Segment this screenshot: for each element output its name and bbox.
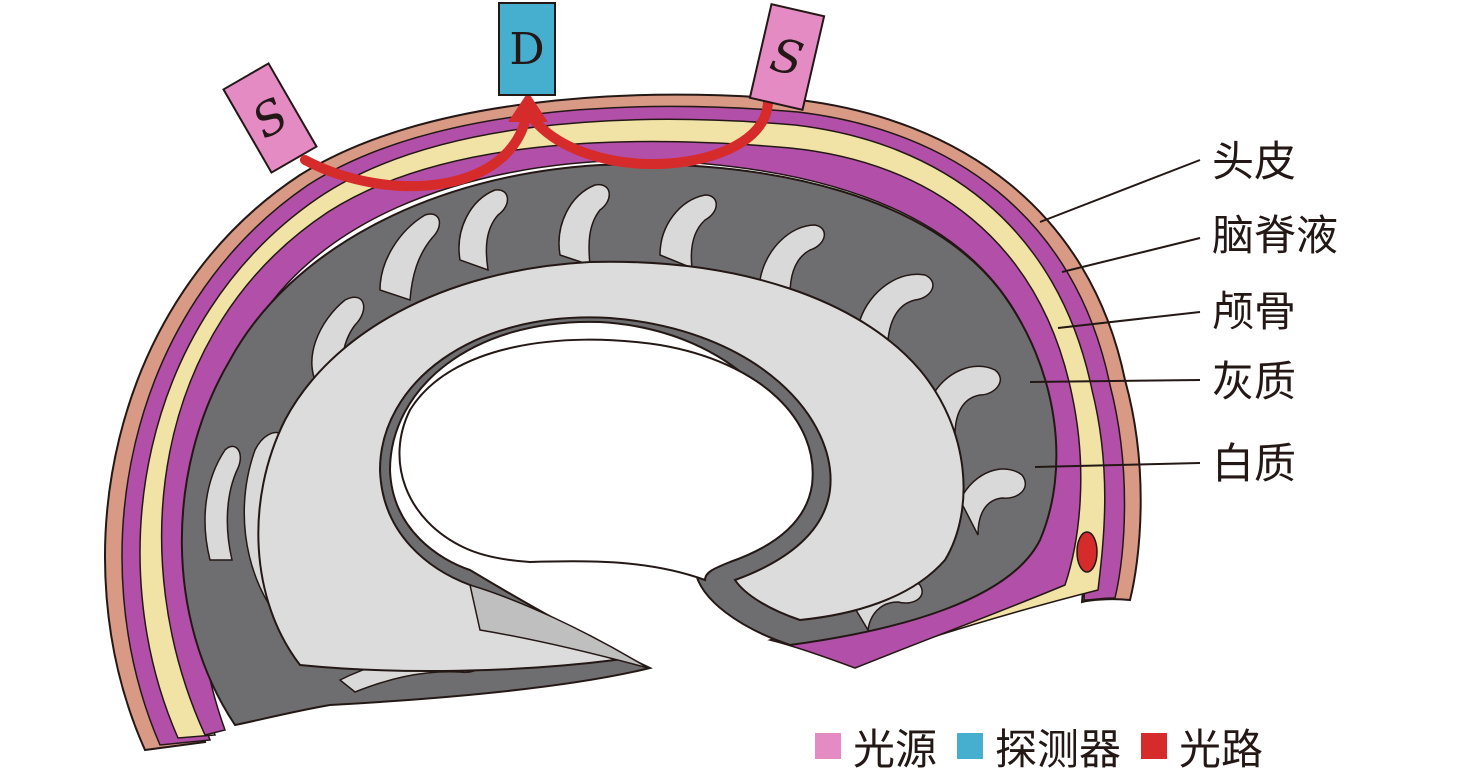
- source-optode-left: S: [222, 62, 318, 174]
- leader-lines: [1029, 159, 1201, 468]
- vessel-spot: [1076, 531, 1098, 573]
- legend-swatch-light-path: [1141, 733, 1168, 759]
- label-gray-matter: 灰质: [1212, 357, 1296, 406]
- leader-csf: [1061, 237, 1201, 273]
- label-white-matter: 白质: [1212, 439, 1296, 488]
- light-path-right: [523, 97, 773, 169]
- leader-scalp: [1039, 159, 1201, 223]
- ventricle-opening: [398, 338, 814, 582]
- legend-item-light-path: 光路: [1141, 716, 1263, 777]
- legend: 光源 探测器 光路: [815, 718, 1283, 774]
- legend-label-source: 光源: [853, 724, 938, 774]
- leader-white-matter: [1034, 462, 1201, 468]
- light-paths: [300, 97, 773, 192]
- white-matter-tail: [468, 583, 649, 669]
- layer-labels: 头皮 脑脊液 颅骨 灰质 白质: [1212, 137, 1338, 488]
- legend-label-detector: 探测器: [995, 724, 1122, 774]
- light-path-left: [300, 100, 533, 192]
- label-csf: 脑脊液: [1212, 211, 1338, 260]
- cortical-folds: [204, 184, 1027, 693]
- detector-label: D: [509, 24, 544, 75]
- source-optode-right: S: [748, 2, 826, 112]
- leader-gray-matter: [1029, 379, 1201, 383]
- legend-item-detector: 探测器: [957, 716, 1121, 777]
- legend-swatch-detector: [957, 733, 984, 759]
- label-scalp: 头皮: [1212, 137, 1296, 186]
- detector-optode: D: [498, 2, 556, 96]
- legend-swatch-source: [815, 733, 841, 759]
- light-path-arrowhead: [508, 92, 548, 122]
- legend-item-source: 光源: [815, 716, 937, 777]
- legend-label-light-path: 光路: [1179, 724, 1264, 774]
- leader-skull: [1057, 311, 1201, 329]
- label-skull: 颅骨: [1212, 287, 1296, 336]
